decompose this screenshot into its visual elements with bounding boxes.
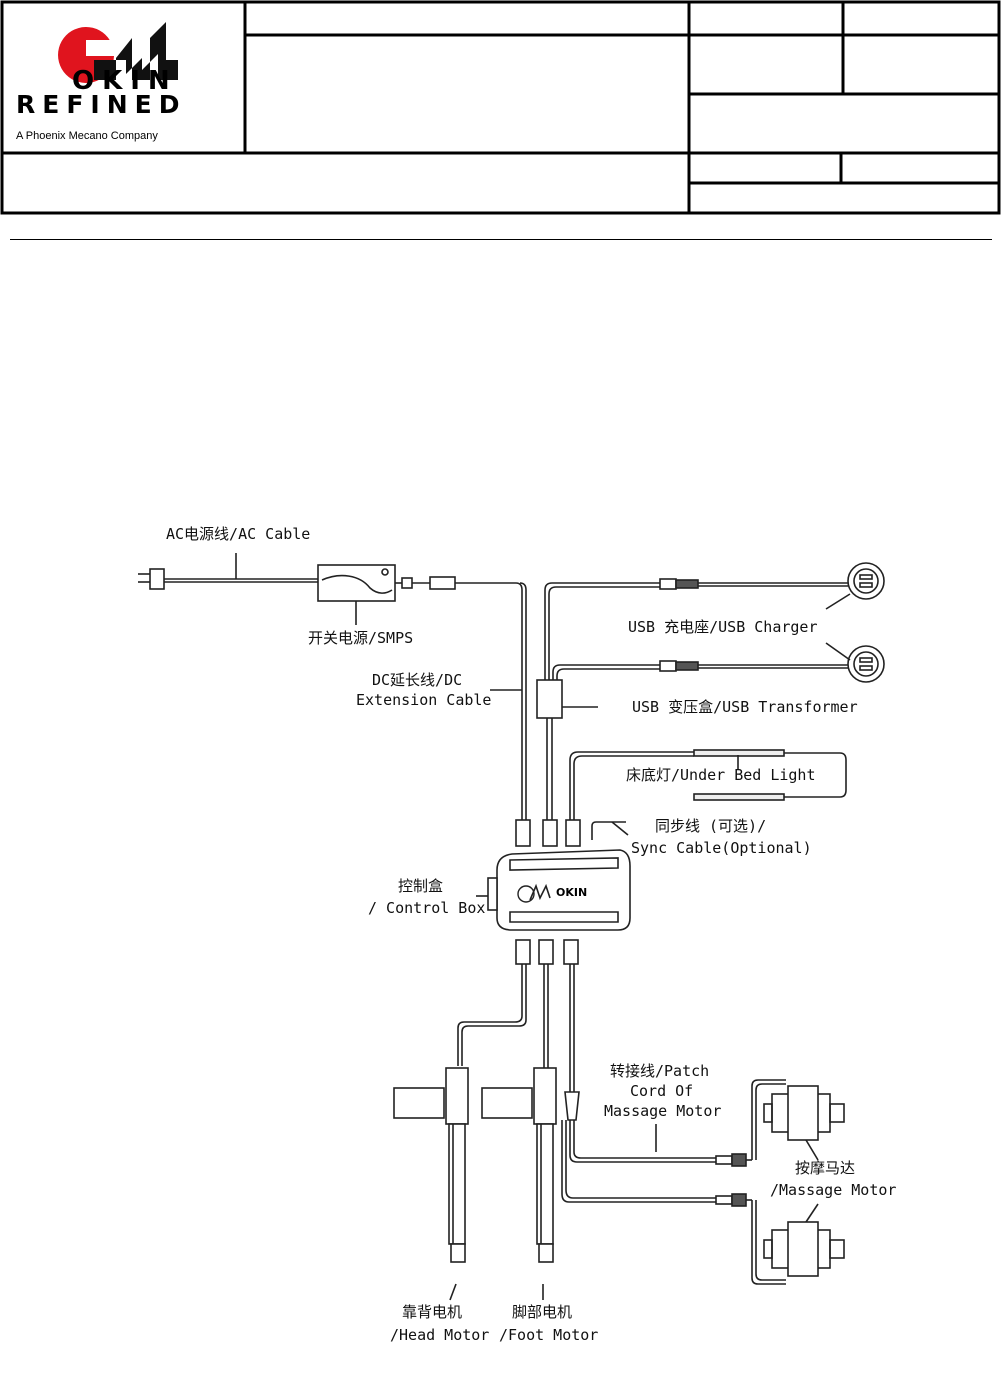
label-under-bed-light: 床底灯/Under Bed Light [626, 766, 816, 784]
usb-charger-icon [847, 562, 885, 600]
label-foot-motor-2: /Foot Motor [499, 1326, 599, 1344]
label-smps: 开关电源/SMPS [308, 629, 414, 647]
header-block [0, 0, 1002, 216]
usb-transformer-box [536, 679, 563, 719]
label-massage-motor-2: /Massage Motor [770, 1181, 897, 1199]
label-head-motor-2: /Head Motor [390, 1326, 490, 1344]
label-patch-cord-1: 转接线/Patch [610, 1062, 710, 1080]
label-dc-extension-1: DC延长线/DC [372, 671, 463, 689]
ac-plug-icon [138, 568, 165, 590]
label-control-box-2: / Control Box [368, 899, 486, 917]
label-dc-extension-2: Extension Cable [356, 691, 492, 709]
company-logo: OKIN REFINED A Phoenix Mecano Company [14, 18, 234, 148]
usb-charger-icon [847, 645, 885, 683]
foot-motor-icon [481, 1067, 557, 1263]
label-usb-charger: USB 充电座/USB Charger [628, 618, 818, 636]
label-usb-transformer: USB 变压盒/USB Transformer [632, 698, 858, 716]
label-patch-cord-2: Cord Of [630, 1082, 694, 1100]
label-massage-motor-1: 按摩马达 [795, 1159, 856, 1177]
head-motor-icon [393, 1067, 469, 1263]
label-foot-motor-1: 脚部电机 [512, 1303, 573, 1321]
header-grid [0, 0, 1001, 215]
massage-motor-icon [763, 1221, 845, 1277]
label-control-box-1: 控制盒 [398, 877, 444, 895]
control-box-brand: OKIN [556, 886, 588, 899]
label-head-motor-1: 靠背电机 [402, 1303, 463, 1321]
label-sync-cable-2: Sync Cable(Optional) [631, 839, 812, 857]
logo-tagline: A Phoenix Mecano Company [16, 130, 158, 142]
label-sync-cable-1: 同步线 (可选)/ [655, 817, 767, 835]
logo-line2: REFINED [16, 90, 187, 119]
header-divider [10, 239, 992, 240]
label-patch-cord-3: Massage Motor [604, 1102, 722, 1120]
massage-motor-icon [763, 1085, 845, 1141]
okin-mark-icon [58, 22, 178, 84]
logo-line1: OKIN [72, 66, 178, 96]
control-box-logo-icon [517, 883, 551, 903]
label-ac-cable: AC电源线/AC Cable [166, 525, 311, 543]
